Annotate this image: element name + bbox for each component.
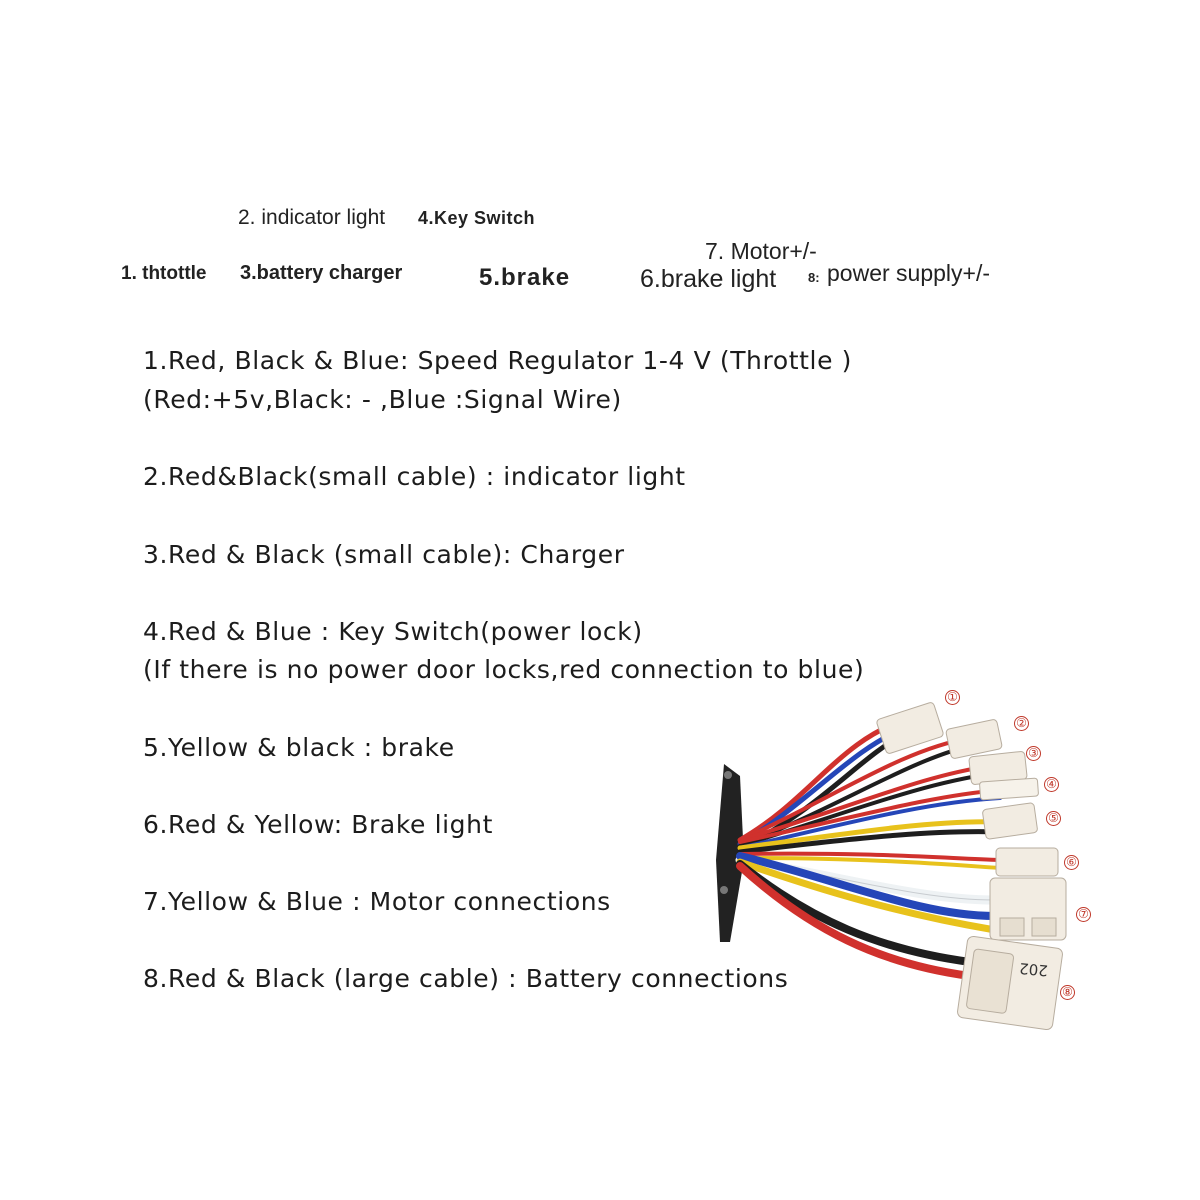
desc-key-switch-note: (If there is no power door locks,red con… — [143, 655, 865, 684]
label-key-switch: 4.Key Switch — [418, 208, 536, 228]
wire-blue-thick — [736, 852, 999, 920]
connector-8 — [957, 935, 1063, 1031]
wire-red-thick — [736, 862, 974, 980]
connector-1 — [876, 702, 944, 754]
wiring-harness-image: 202 ① ② ③ ④ ⑤ ⑥ ⑦ ⑧ — [700, 680, 1120, 1040]
marker-4: ④ — [1044, 777, 1059, 792]
marker-7: ⑦ — [1076, 907, 1091, 922]
wire-yellow — [737, 819, 1003, 851]
wire-yellow-thick — [736, 858, 999, 934]
wiring-harness-drawing: 202 — [716, 702, 1067, 1031]
connector-4 — [979, 777, 1039, 801]
wire-red — [738, 736, 972, 842]
marker-8: ⑧ — [1060, 985, 1075, 1000]
desc-throttle: 1.Red, Black & Blue: Speed Regulator 1-4… — [143, 346, 852, 375]
label-brake-light: 6.brake light — [640, 265, 777, 293]
marker-6: ⑥ — [1064, 855, 1079, 870]
connector-7 — [989, 877, 1067, 941]
wire-bundle — [735, 717, 1003, 980]
label-power-supply-number: 8: — [808, 270, 820, 285]
plate-screw — [720, 886, 728, 894]
desc-motor: 7.Yellow & Blue : Motor connections — [143, 887, 611, 916]
wire-yellow — [738, 856, 1002, 870]
marker-5: ⑤ — [1046, 811, 1061, 826]
marker-2: ② — [1014, 716, 1029, 731]
connector-8-label: 202 — [1019, 959, 1049, 979]
desc-brake: 5.Yellow & black : brake — [143, 733, 455, 762]
label-throttle: 1. thtottle — [121, 263, 207, 284]
connector-2 — [945, 719, 1003, 759]
mounting-plate — [716, 764, 744, 942]
desc-throttle-detail: (Red:+5v,Black: - ,Blue :Signal Wire) — [143, 385, 622, 414]
connector-5 — [982, 802, 1038, 840]
label-power-supply: power supply+/- — [827, 260, 990, 286]
marker-3: ③ — [1026, 746, 1041, 761]
label-motor: 7. Motor+/- — [705, 238, 817, 264]
label-indicator-light: 2. indicator light — [238, 206, 386, 229]
wire-black — [737, 829, 1003, 855]
desc-key-switch: 4.Red & Blue : Key Switch(power lock) — [143, 617, 643, 646]
label-brake: 5.brake — [479, 264, 571, 291]
marker-1: ① — [945, 690, 960, 705]
wire-red — [738, 788, 1002, 844]
wire-blue — [738, 796, 1002, 850]
connector-6 — [995, 847, 1059, 877]
desc-battery: 8.Red & Black (large cable) : Battery co… — [143, 964, 789, 993]
wire-red — [738, 851, 1002, 862]
plate-screw — [724, 771, 732, 779]
desc-indicator-light: 2.Red&Black(small cable) : indicator lig… — [143, 462, 686, 491]
label-battery-charger: 3.battery charger — [240, 262, 403, 284]
desc-brake-light: 6.Red & Yellow: Brake light — [143, 810, 493, 839]
wire-red — [738, 764, 992, 842]
desc-charger: 3.Red & Black (small cable): Charger — [143, 540, 625, 569]
